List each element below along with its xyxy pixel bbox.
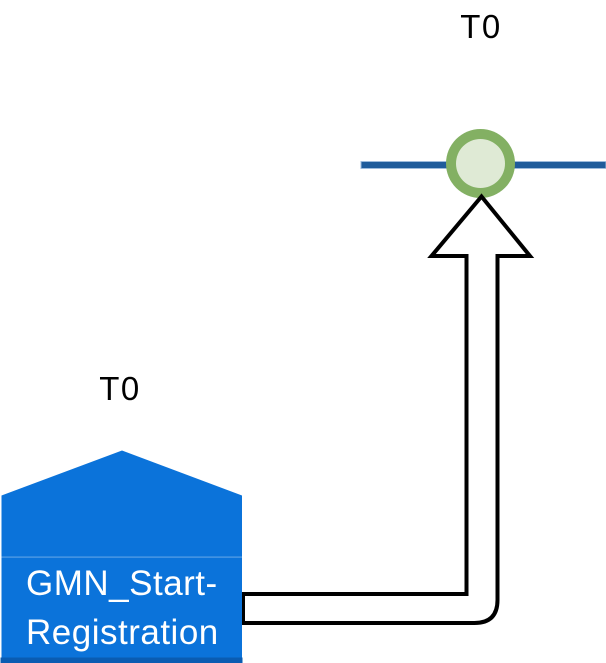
bent-up-arrow — [241, 193, 535, 625]
start-shape-label-line2: Registration — [26, 613, 219, 652]
start-shape-house — [1, 450, 242, 658]
start-time-label: T0 — [99, 370, 141, 407]
start-shape-label-line1: GMN_Start- — [26, 564, 218, 603]
start-shape-divider-line — [1, 556, 242, 558]
milestone-circle-fill — [456, 139, 505, 188]
start-shape-label: GMN_Start- Registration — [26, 559, 242, 657]
milestone-time-label: T0 — [460, 8, 502, 45]
start-shape-bottom-edge — [0, 657, 243, 663]
